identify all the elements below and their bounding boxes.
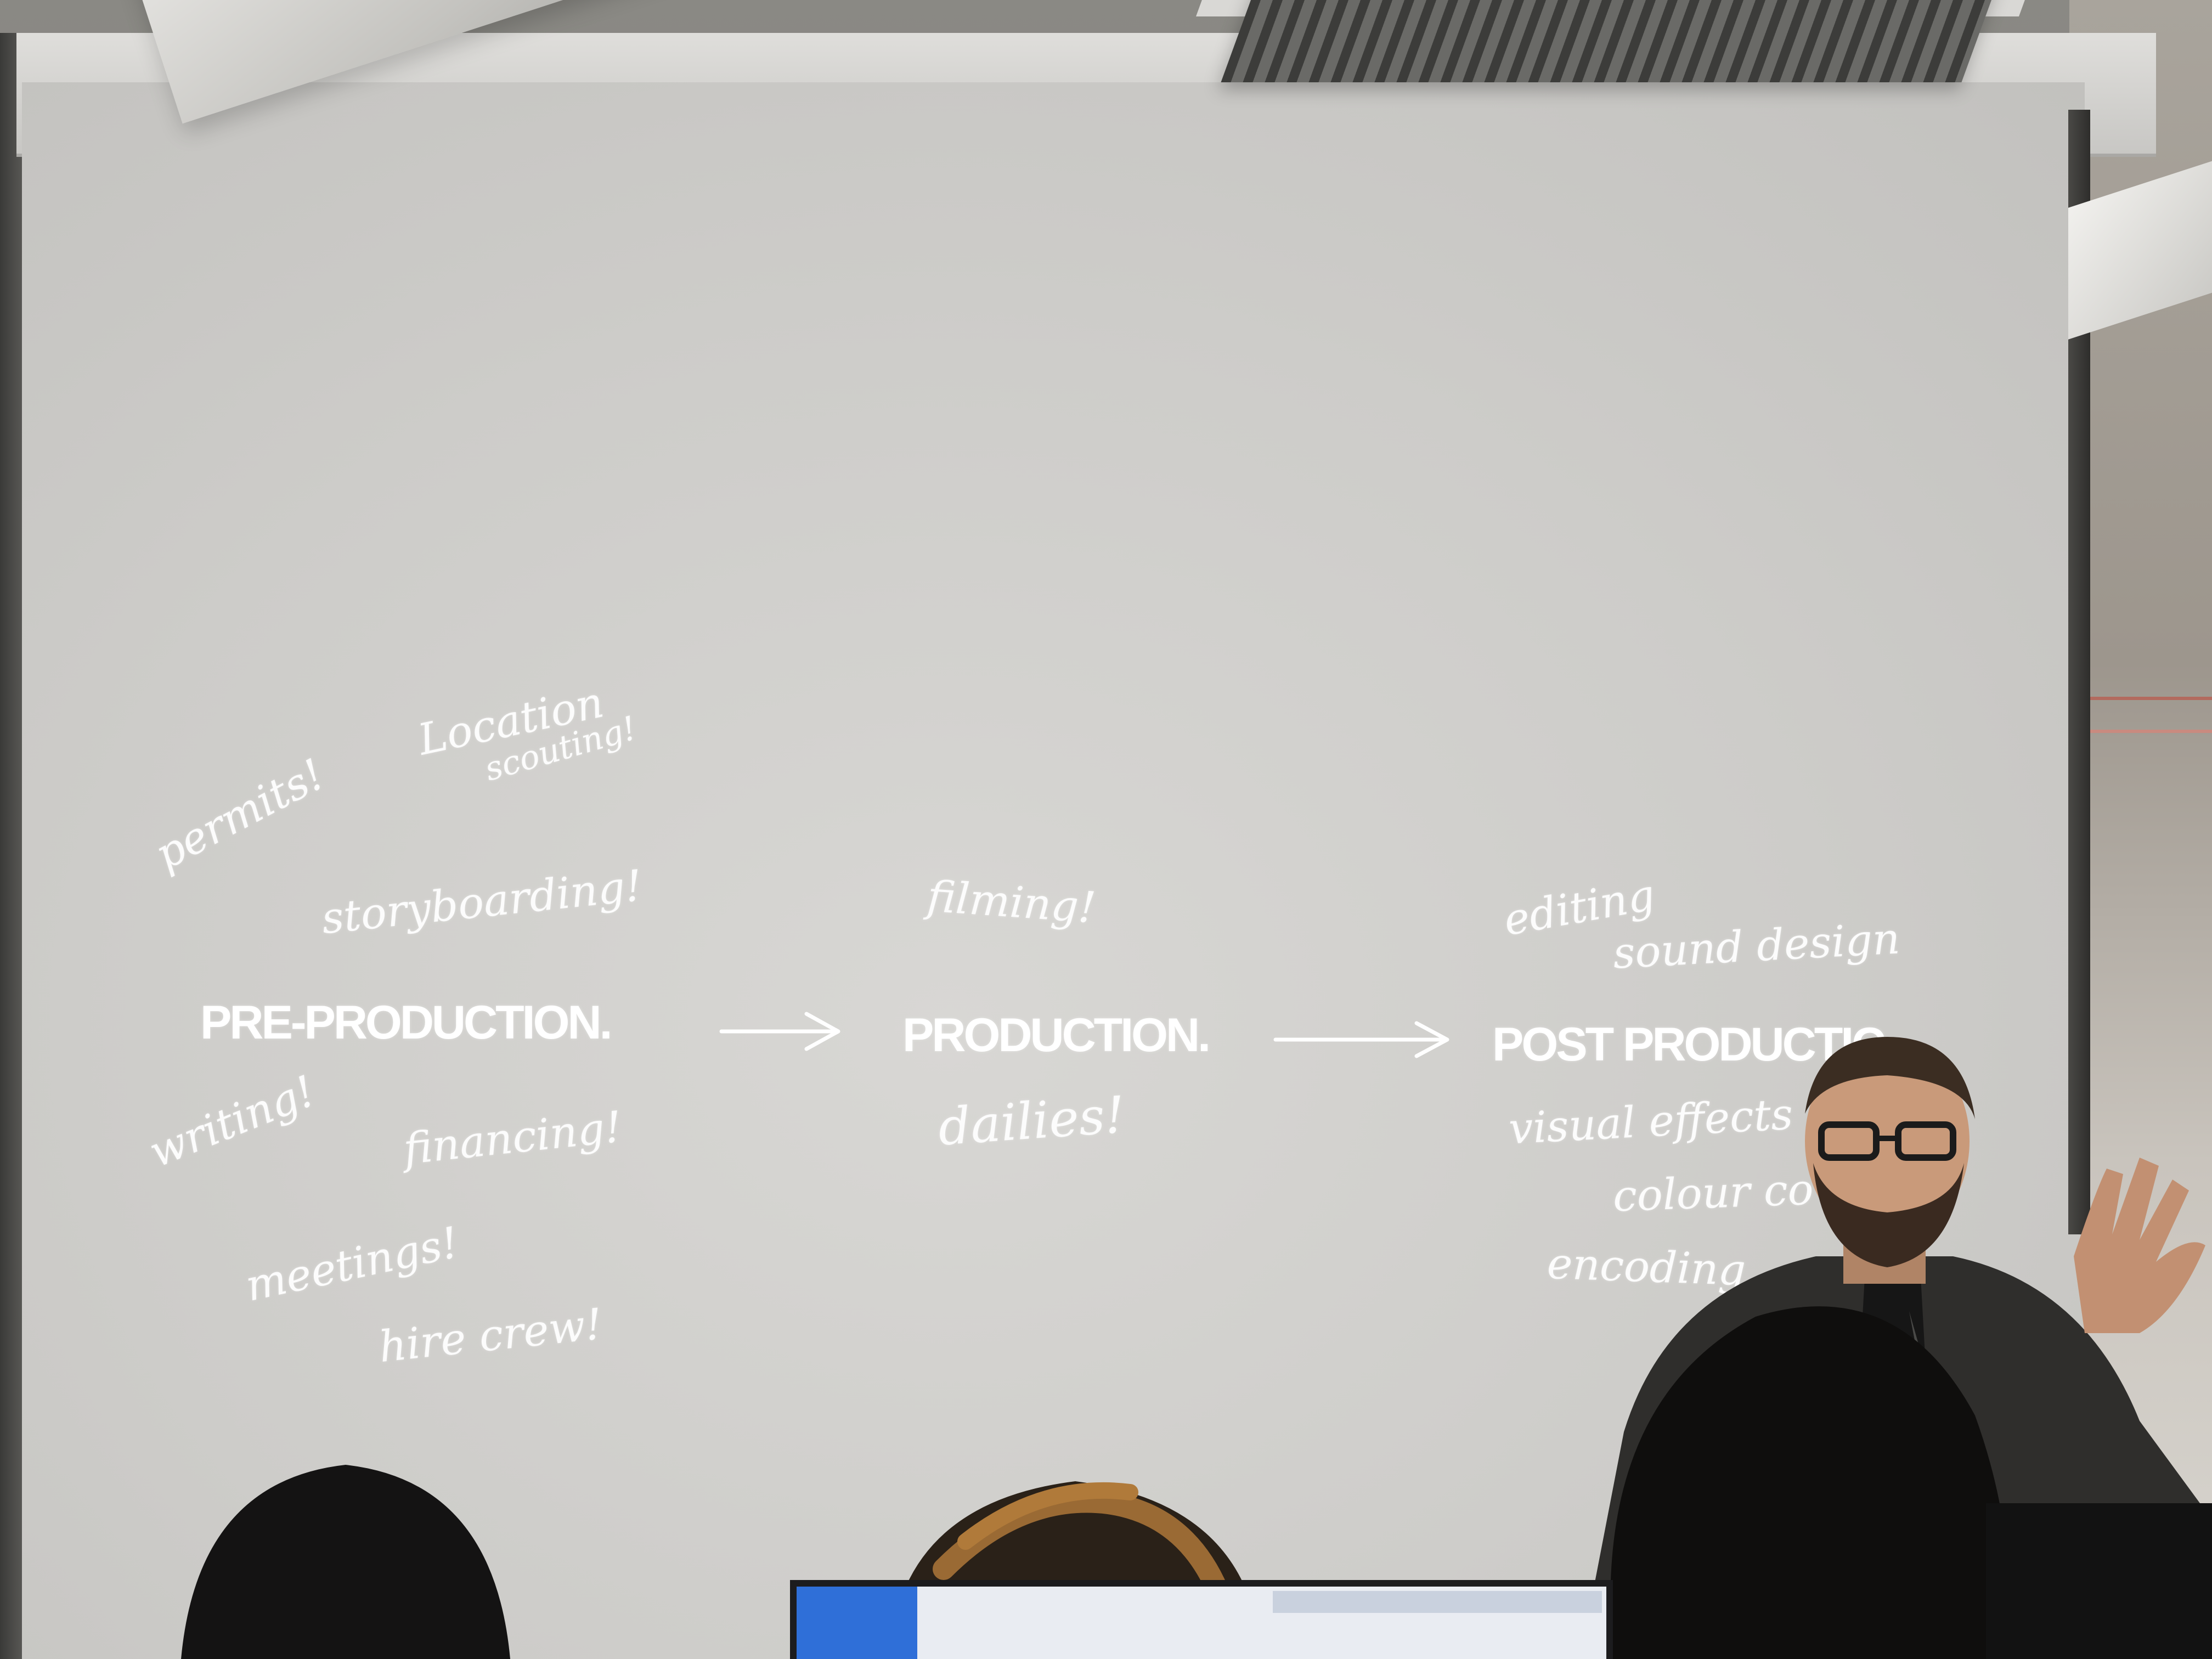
stage-heading-pre-production: PRE-PRODUCTION. — [200, 996, 612, 1049]
stage-heading-post-production: POST PRODUCTIC — [1492, 1018, 1886, 1071]
stage-heading-production: PRODUCTION. — [902, 1009, 1211, 1062]
arrow-right-icon — [719, 1012, 840, 1051]
podium — [1986, 1503, 2212, 1659]
audience-head-right — [1610, 1306, 2010, 1659]
ceiling-vent — [1221, 0, 2000, 82]
audience-head-left — [181, 1465, 510, 1659]
arrow-right-icon — [1273, 1021, 1449, 1058]
laptop-screen — [790, 1558, 1613, 1659]
